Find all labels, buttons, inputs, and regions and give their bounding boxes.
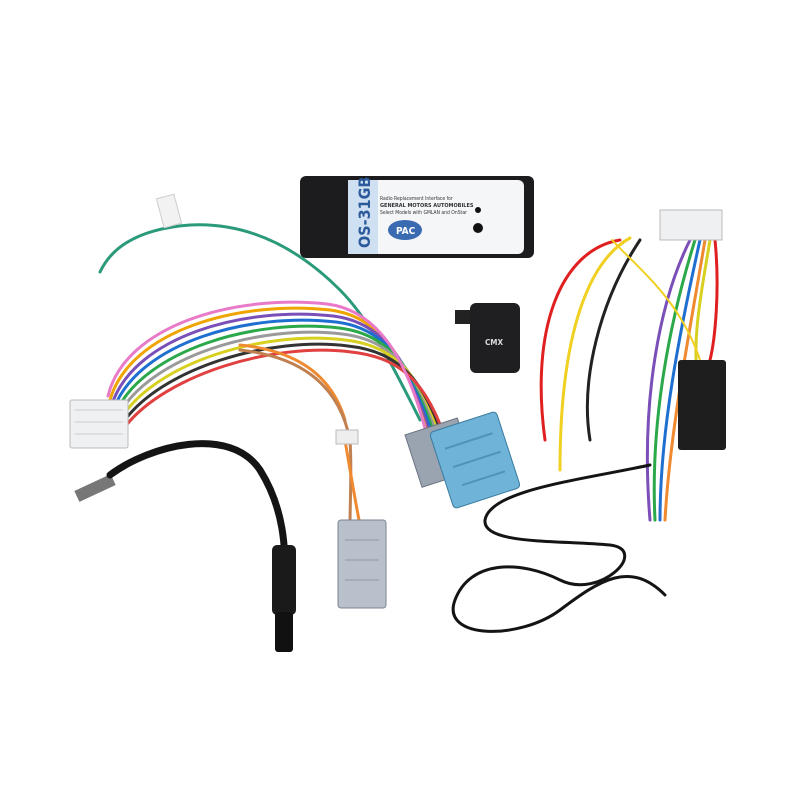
adjust-button[interactable] [473, 223, 483, 233]
module-line3: Select Models with GMLAN and OnStar [380, 210, 467, 216]
wire-tag [155, 193, 183, 229]
small-white-plug [335, 429, 359, 445]
black-cable-coil [451, 463, 667, 633]
white-harness-connector-left [69, 399, 129, 449]
wire-bundle-left [106, 300, 453, 527]
blue-gm-connector [404, 411, 521, 509]
white-harness-connector-right [659, 209, 723, 241]
cmx-remote: CMX [455, 303, 520, 373]
module-line2: GENERAL MOTORS AUTOMOBILES [380, 203, 474, 209]
remote-brand: CMX [485, 338, 503, 347]
orange-wire-small [343, 438, 362, 527]
wire-bundle-right [539, 236, 719, 522]
pac-logo [388, 220, 422, 240]
gray-connector [337, 519, 387, 609]
led-indicator [475, 207, 481, 213]
interface-module: OS-31GB Radio Replacement Interface for … [300, 176, 534, 258]
black-harness-connector [678, 360, 726, 450]
module-model: OS-31GB [355, 177, 374, 248]
antenna-adapter [74, 440, 296, 652]
module-line1: Radio Replacement Interface for [380, 196, 453, 202]
pac-logo-text: PAC [396, 226, 416, 237]
